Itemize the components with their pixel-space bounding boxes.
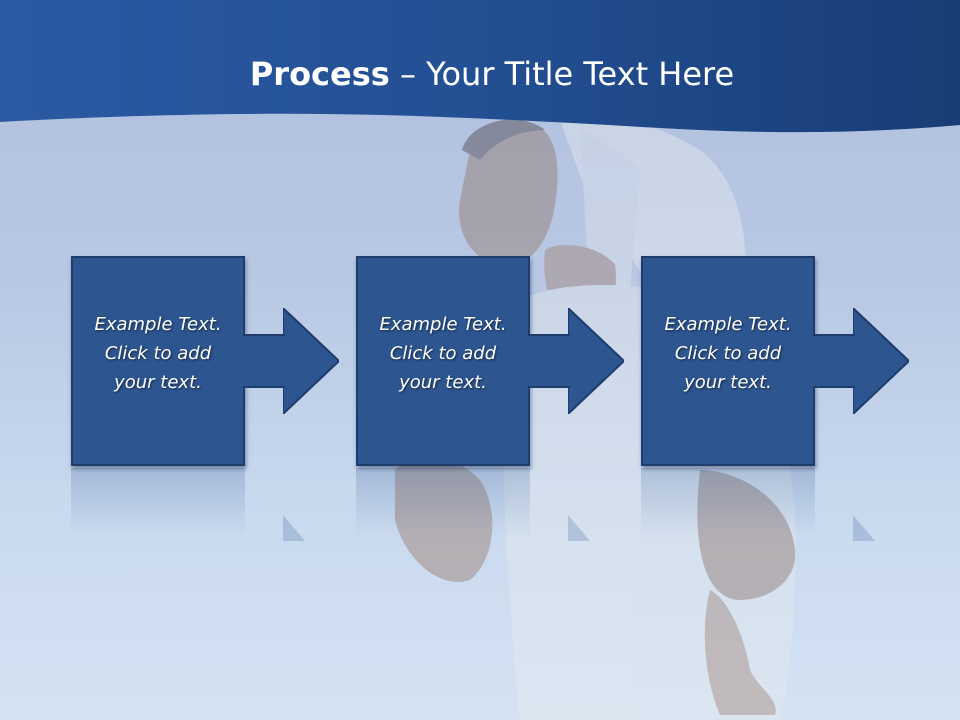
- box-text-line: Click to add: [104, 343, 212, 364]
- arrow-shaft: [243, 334, 285, 388]
- right-arrow-icon: [853, 308, 909, 414]
- box-text-line: Click to add: [674, 343, 782, 364]
- process-box-1[interactable]: [71, 256, 245, 466]
- box-text-line: your text.: [399, 372, 487, 393]
- box-reflection: [356, 468, 530, 538]
- right-arrow-icon: [568, 308, 624, 414]
- process-box-2[interactable]: [356, 256, 530, 466]
- arrow-shaft: [813, 334, 855, 388]
- process-box-3[interactable]: [641, 256, 815, 466]
- box-text-line: Example Text.: [94, 314, 222, 335]
- box-text-line: your text.: [684, 372, 772, 393]
- box-text-line: Example Text.: [379, 314, 507, 335]
- arrow-shaft: [528, 334, 570, 388]
- header-band: [0, 0, 960, 133]
- arrow-reflection: [568, 515, 590, 541]
- box-text-line: your text.: [114, 372, 202, 393]
- slide-title[interactable]: Process – Your Title Text Here: [0, 52, 960, 96]
- arrow-reflection: [853, 515, 875, 541]
- box-text-line: Click to add: [389, 343, 497, 364]
- right-arrow-icon: [283, 308, 339, 414]
- title-bold: Process: [249, 55, 390, 93]
- box-text-line: Example Text.: [664, 314, 792, 335]
- process-box-text-1[interactable]: Example Text. Click to add your text.: [71, 310, 245, 397]
- process-box-text-3[interactable]: Example Text. Click to add your text.: [641, 310, 815, 397]
- arrow-reflection: [283, 515, 305, 541]
- box-reflection: [641, 468, 815, 538]
- title-rest: – Your Title Text Here: [389, 55, 735, 93]
- process-box-text-2[interactable]: Example Text. Click to add your text.: [356, 310, 530, 397]
- box-reflection: [71, 468, 245, 538]
